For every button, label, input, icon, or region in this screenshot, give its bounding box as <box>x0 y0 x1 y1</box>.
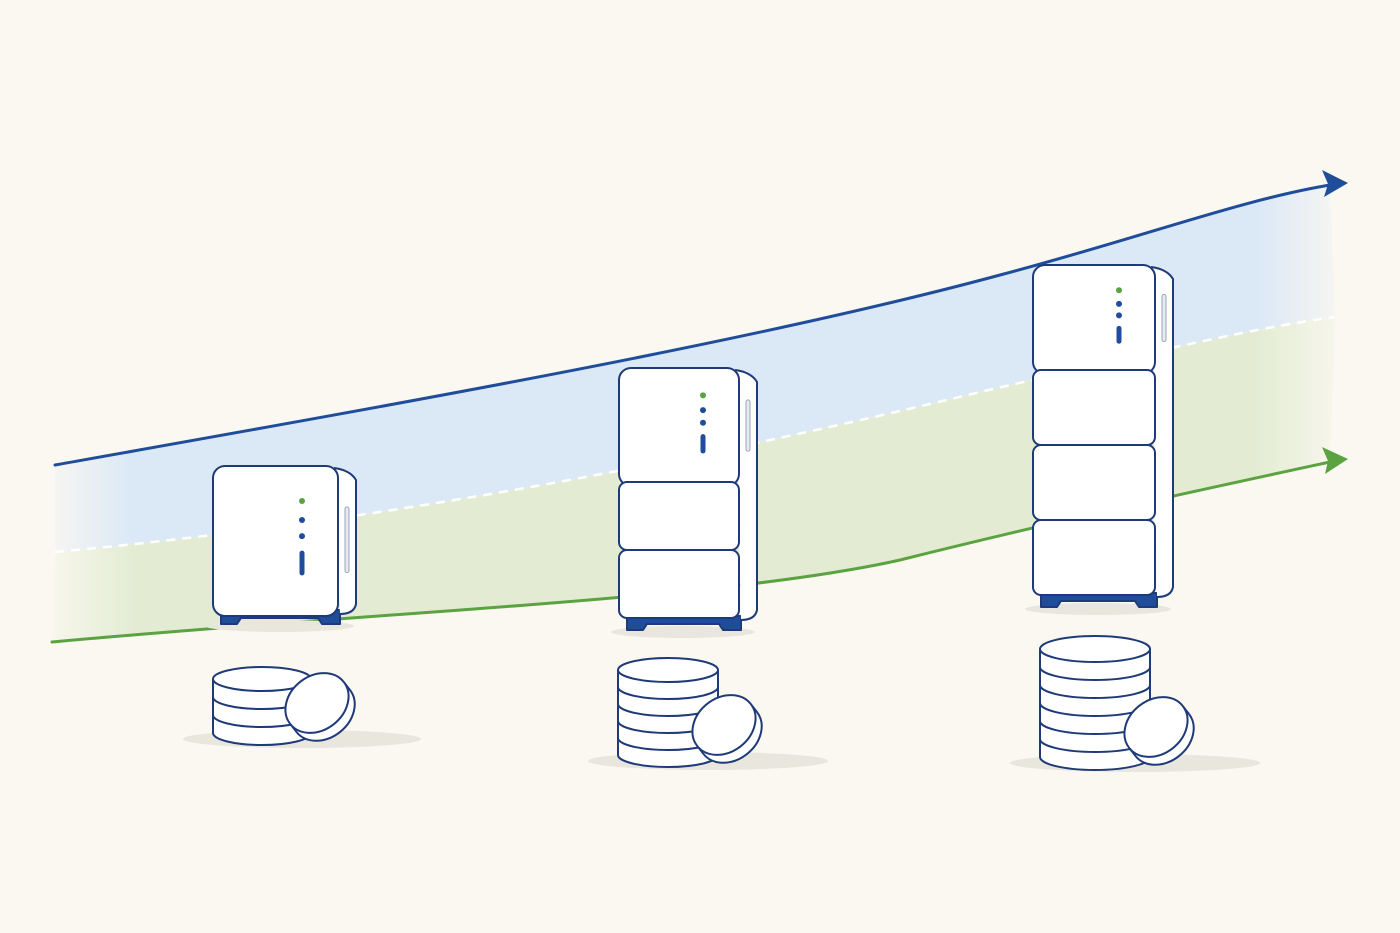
leaning-coin <box>1123 696 1195 766</box>
stage-large <box>1010 264 1260 772</box>
status-led-blue <box>700 407 706 414</box>
band-divider-dashed-line <box>54 315 1336 554</box>
storage-module <box>618 481 740 551</box>
coin-stack <box>1010 635 1260 772</box>
leaning-coin <box>691 694 763 764</box>
device-top-module <box>212 465 339 617</box>
storage-module <box>1032 369 1156 446</box>
device-top-module <box>1032 264 1156 375</box>
stage-medium <box>588 367 828 770</box>
upper-trend-line <box>53 183 1332 467</box>
power-indicator <box>299 550 305 576</box>
device-shadow <box>611 626 755 638</box>
side-vent <box>344 506 350 574</box>
status-led-green <box>1116 287 1122 294</box>
coin-stack <box>588 657 828 770</box>
storage-device <box>1025 264 1174 615</box>
status-led-blue <box>299 517 305 524</box>
coin-top <box>1039 635 1151 663</box>
device-shadow <box>1025 603 1171 615</box>
device-shadow <box>205 620 354 632</box>
device-side-panel <box>734 369 758 621</box>
storage-device <box>611 367 758 638</box>
device-top-module <box>618 367 740 487</box>
device-side-panel <box>1150 266 1174 598</box>
coin-top <box>617 657 719 683</box>
status-led-blue <box>1116 312 1122 319</box>
status-led-blue <box>299 533 305 540</box>
status-led-blue <box>700 419 706 426</box>
leaning-coin <box>284 672 356 742</box>
coin-stack <box>183 666 421 748</box>
storage-module <box>1032 519 1156 596</box>
power-indicator <box>1116 325 1122 344</box>
lower-trend-arrow-icon <box>1322 447 1348 474</box>
side-vent <box>745 399 751 452</box>
upper-trend-arrow-icon <box>1322 170 1348 197</box>
stage-small <box>183 465 421 748</box>
side-vent <box>1161 293 1167 343</box>
storage-module <box>1032 444 1156 521</box>
power-indicator <box>700 434 706 454</box>
storage-device <box>205 465 357 632</box>
status-led-green <box>700 392 706 399</box>
status-led-blue <box>1116 300 1122 307</box>
status-led-green <box>299 498 305 505</box>
storage-module <box>618 549 740 619</box>
